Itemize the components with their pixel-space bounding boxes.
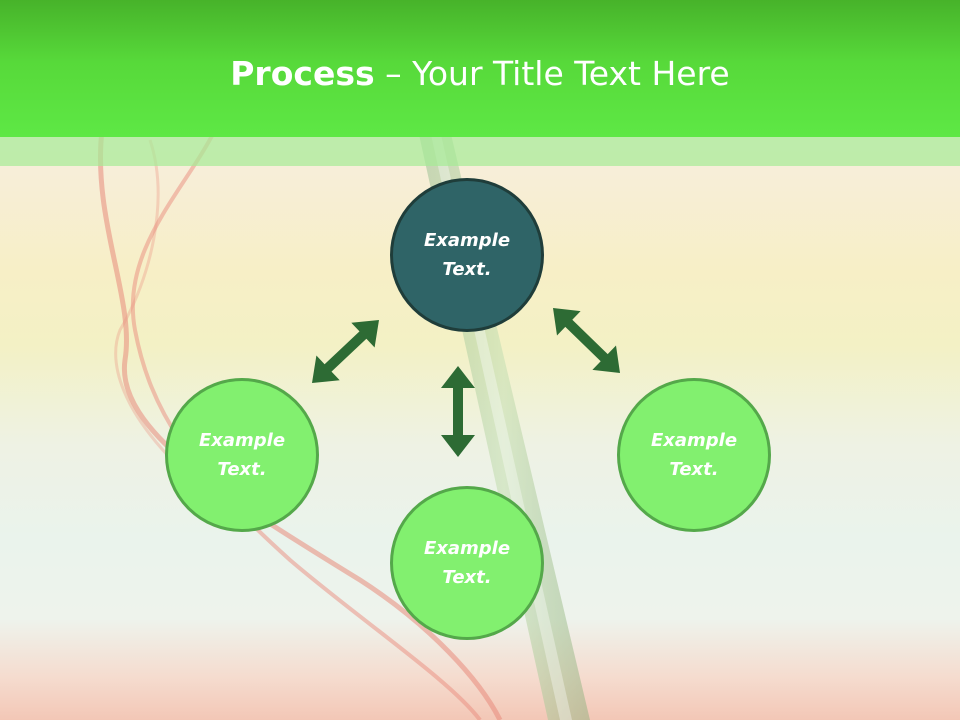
double-arrow-connector <box>312 320 379 383</box>
slide-title-bold: Process <box>230 54 375 93</box>
process-node-2: Example Text. <box>390 486 544 640</box>
title-bar <box>0 0 960 137</box>
process-node-label: Example Text. <box>198 430 286 480</box>
title-bar-band <box>0 137 960 166</box>
process-node-3: Example Text. <box>617 378 771 532</box>
process-node-label: Example Text. <box>423 538 511 588</box>
double-arrow-connector <box>553 308 620 373</box>
slide-title-rest: – Your Title Text Here <box>374 54 730 93</box>
slide-title: Process – Your Title Text Here <box>0 52 960 96</box>
process-node-label: Example Text. <box>423 230 511 280</box>
process-node-center: Example Text. <box>390 178 544 332</box>
process-node-label: Example Text. <box>650 430 738 480</box>
double-arrow-connector <box>441 366 475 457</box>
process-node-1: Example Text. <box>165 378 319 532</box>
